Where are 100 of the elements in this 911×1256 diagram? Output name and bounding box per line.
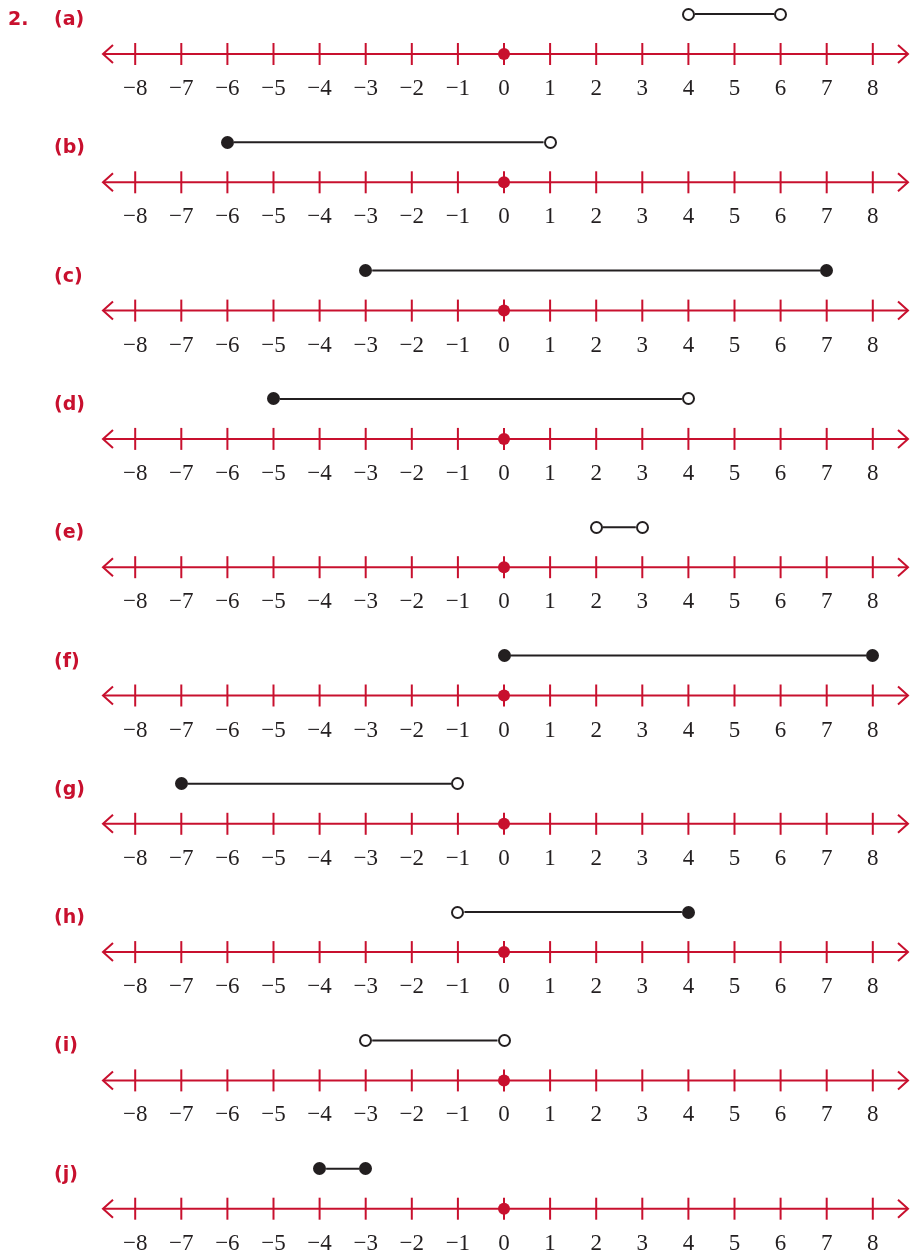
- part-label: (e): [54, 522, 85, 542]
- part-label: (g): [54, 778, 85, 798]
- tick-label: 7: [820, 1230, 833, 1254]
- interval-segment: [325, 1167, 361, 1170]
- tick-label: −5: [261, 845, 286, 869]
- open-endpoint: [635, 520, 649, 534]
- tick-label: 3: [636, 974, 649, 998]
- tick-label: 5: [728, 1102, 741, 1126]
- open-endpoint: [681, 392, 695, 406]
- tick-label: −5: [261, 332, 286, 356]
- tick-label: 5: [728, 76, 741, 99]
- question-number: 2.: [8, 9, 29, 28]
- tick-label: −4: [307, 845, 332, 869]
- tick-label: −4: [307, 76, 332, 99]
- tick-label: 3: [636, 76, 649, 99]
- tick-label: 6: [774, 332, 787, 356]
- tick-label: 6: [774, 1102, 787, 1126]
- tick-label: −5: [261, 204, 286, 228]
- tick-label: −6: [215, 845, 240, 869]
- part-label: (d): [54, 393, 85, 413]
- tick-label: −2: [399, 204, 425, 228]
- tick-label: −1: [445, 204, 471, 228]
- tick-label: 8: [867, 589, 879, 613]
- tick-label: −7: [169, 1230, 194, 1254]
- tick-label: 5: [728, 332, 741, 356]
- part-label: (j): [54, 1163, 78, 1183]
- part-label: (c): [54, 265, 83, 285]
- tick-label: −7: [169, 717, 194, 741]
- tick-label: −7: [169, 1102, 194, 1126]
- open-endpoint: [589, 520, 603, 534]
- tick-label: 0: [498, 845, 510, 869]
- tick-label: 2: [590, 460, 602, 484]
- tick-label: −2: [399, 717, 425, 741]
- tick-label: −3: [353, 717, 378, 741]
- tick-label: 0: [498, 1102, 510, 1126]
- open-endpoint: [774, 7, 788, 21]
- tick-label: 1: [544, 845, 556, 869]
- tick-label: 6: [774, 717, 787, 741]
- tick-label: −6: [215, 204, 240, 228]
- tick-label: 3: [636, 332, 649, 356]
- tick-label: 1: [544, 204, 556, 228]
- interval-segment: [693, 13, 776, 15]
- open-endpoint: [681, 7, 695, 21]
- tick-label: 0: [498, 717, 510, 741]
- open-endpoint: [543, 135, 557, 149]
- open-endpoint: [497, 1033, 511, 1047]
- tick-label: 1: [544, 974, 556, 998]
- closed-endpoint: [866, 649, 880, 662]
- tick-label: −3: [353, 332, 378, 356]
- tick-label: −1: [445, 974, 471, 998]
- tick-label: −5: [261, 974, 286, 998]
- tick-label: 0: [498, 204, 510, 228]
- tick-label: 4: [682, 717, 695, 741]
- tick-label: −6: [215, 76, 240, 99]
- closed-endpoint: [220, 135, 234, 149]
- tick-label: −7: [169, 76, 194, 99]
- tick-label: 7: [820, 332, 833, 356]
- tick-label: −3: [353, 1102, 378, 1126]
- tick-label: −1: [445, 332, 471, 356]
- tick-label: 2: [590, 717, 602, 741]
- closed-endpoint: [359, 1162, 373, 1176]
- tick-label: −3: [353, 76, 378, 99]
- tick-label: 4: [682, 76, 695, 99]
- tick-label: −8: [122, 76, 148, 99]
- tick-label: −2: [399, 76, 425, 99]
- tick-label: −4: [307, 460, 332, 484]
- tick-label: 8: [867, 204, 879, 228]
- tick-label: 6: [774, 845, 787, 869]
- tick-label: −6: [215, 974, 240, 998]
- tick-label: −8: [122, 974, 148, 998]
- tick-label: −6: [215, 589, 240, 613]
- part-label: (h): [54, 907, 85, 927]
- tick-label: −1: [445, 76, 471, 99]
- tick-label: 3: [636, 460, 649, 484]
- tick-label: −6: [215, 1230, 240, 1254]
- tick-label: 7: [820, 1102, 833, 1126]
- tick-label: −2: [399, 974, 425, 998]
- tick-label: 6: [774, 76, 787, 99]
- tick-label: −8: [122, 332, 148, 356]
- tick-label: 6: [774, 204, 787, 228]
- tick-label: 1: [544, 460, 556, 484]
- tick-label: 7: [820, 845, 833, 869]
- tick-label: 4: [682, 332, 695, 356]
- part-label: (f): [54, 650, 80, 670]
- tick-label: −7: [169, 589, 194, 613]
- closed-endpoint: [174, 777, 188, 791]
- tick-label: −2: [399, 589, 425, 613]
- tick-label: 6: [774, 460, 787, 484]
- tick-label: 4: [682, 204, 695, 228]
- tick-label: −8: [122, 460, 148, 484]
- tick-label: −2: [399, 1102, 425, 1126]
- tick-label: −8: [122, 1102, 148, 1126]
- tick-label: −1: [445, 460, 471, 484]
- closed-endpoint: [359, 264, 373, 278]
- tick-label: 8: [867, 717, 879, 741]
- tick-label: −8: [122, 1230, 148, 1254]
- tick-label: 3: [636, 717, 649, 741]
- tick-label: 8: [867, 845, 879, 869]
- tick-label: 3: [636, 204, 649, 228]
- tick-label: 6: [774, 589, 787, 613]
